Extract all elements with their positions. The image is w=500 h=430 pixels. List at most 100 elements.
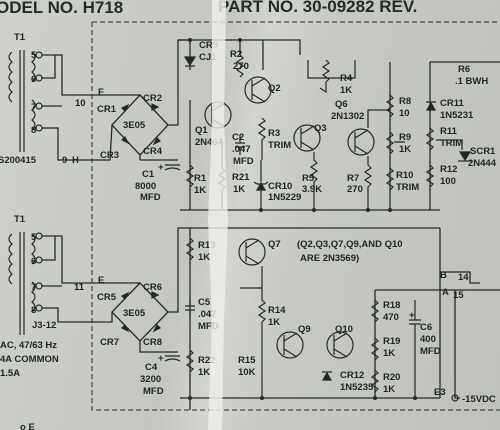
transformer-part-label: S200415 [0, 155, 37, 166]
model-number: ODEL NO. H718 [0, 0, 123, 17]
svg-text:2N444: 2N444 [468, 158, 497, 169]
svg-text:R22: R22 [198, 355, 215, 366]
svg-text:C1: C1 [142, 169, 155, 180]
svg-text:MFD: MFD [140, 192, 161, 203]
svg-text:R9: R9 [399, 132, 411, 143]
svg-text:F: F [98, 87, 104, 98]
svg-text:TRIM: TRIM [440, 138, 463, 149]
svg-text:3E05: 3E05 [123, 120, 146, 131]
svg-text:MFD: MFD [420, 346, 441, 357]
capacitor-c1: + C1 8000 MFD [135, 162, 181, 203]
zener-cr10: CR10 1N5229 [253, 160, 301, 210]
svg-text:Q7: Q7 [268, 239, 281, 250]
svg-text:CR1: CR1 [97, 104, 117, 115]
svg-text:CR6: CR6 [143, 282, 162, 293]
board-outline [91, 21, 500, 411]
svg-text:A: A [442, 287, 449, 298]
svg-text:MFD: MFD [198, 321, 219, 332]
resistor-r18: R18 470 [370, 299, 400, 323]
svg-text:1N5229: 1N5229 [268, 192, 301, 203]
svg-text:TRIM: TRIM [268, 140, 291, 151]
svg-text:R2: R2 [230, 49, 242, 60]
svg-text:3.9K: 3.9K [302, 184, 322, 195]
svg-text:10: 10 [75, 98, 86, 109]
current-spec-label: 1.5A [0, 368, 20, 379]
svg-text:R11: R11 [440, 126, 458, 137]
svg-text:100: 100 [440, 176, 456, 187]
svg-text:+: + [158, 353, 164, 364]
svg-text:1K: 1K [194, 185, 206, 196]
resistor-r15: R15 10K [238, 355, 256, 378]
svg-text:1K: 1K [233, 184, 245, 195]
svg-text:10: 10 [399, 108, 410, 119]
svg-text:270: 270 [347, 184, 363, 195]
resistor-r8: R8 10 [385, 94, 411, 119]
svg-text:Q1: Q1 [195, 125, 208, 136]
diode-cr9: CR9 CJ1 [183, 40, 218, 67]
svg-text:1K: 1K [340, 85, 352, 96]
svg-text:2N464: 2N464 [195, 137, 224, 148]
svg-text:R4: R4 [340, 73, 353, 84]
resistor-r13: R13 1K [185, 237, 215, 263]
resistor-r14: R14 1K [240, 266, 286, 398]
transistor-q3: Q3 [293, 123, 327, 152]
svg-text:5: 5 [31, 50, 37, 61]
svg-text:Q6: Q6 [335, 99, 348, 110]
svg-text:+: + [158, 162, 164, 173]
zener-cr11: CR11 1N5231 [425, 98, 474, 121]
svg-text:T1: T1 [14, 32, 26, 43]
svg-text:+: + [409, 310, 415, 321]
svg-text:1K: 1K [198, 252, 210, 263]
svg-text:E: E [98, 275, 104, 286]
svg-text:10K: 10K [238, 367, 256, 378]
svg-text:Q2: Q2 [268, 83, 281, 94]
common-spec-label: 4A COMMON [0, 354, 59, 365]
svg-text:1N5235: 1N5235 [340, 382, 374, 393]
svg-text:CR12: CR12 [340, 370, 364, 381]
svg-text:.047: .047 [198, 309, 217, 320]
svg-text:C2: C2 [232, 132, 244, 143]
svg-text:R13: R13 [198, 240, 215, 251]
ac-spec-label: AC, 47/63 Hz [0, 340, 57, 351]
resistor-r22: R22 1K [185, 349, 215, 378]
svg-text:R12: R12 [440, 164, 457, 175]
resistor-r7: R7 270 [347, 156, 373, 210]
transformer-lower: T1 5 6 7 8 AC, 47/63 Hz 4A COMMON 1.5A o… [0, 214, 59, 430]
svg-text:TRIM: TRIM [396, 182, 419, 193]
svg-text:R6: R6 [458, 64, 470, 75]
svg-text:R14: R14 [268, 305, 286, 316]
svg-text:CR7: CR7 [100, 337, 119, 348]
transistor-q2: Q2 [244, 76, 281, 104]
svg-text:1K: 1K [198, 367, 210, 378]
capacitor-c4: + C4 3200 MFD [140, 353, 181, 397]
svg-text:C4: C4 [145, 362, 158, 373]
svg-text:7: 7 [31, 282, 36, 293]
svg-text:J3-12: J3-12 [32, 320, 56, 331]
svg-text:1K: 1K [399, 144, 411, 155]
svg-text:R8: R8 [399, 96, 411, 107]
svg-text:R3: R3 [268, 128, 280, 139]
svg-text:14: 14 [458, 272, 469, 283]
svg-text:T1: T1 [14, 214, 26, 225]
transformer-upper: T1 5 6 7 8 S200415 [0, 32, 43, 166]
svg-text:7: 7 [31, 102, 36, 113]
svg-text:15: 15 [453, 290, 464, 301]
svg-text:CR5: CR5 [97, 292, 117, 303]
svg-text:.047: .047 [232, 144, 251, 155]
svg-text:CR4: CR4 [143, 146, 163, 157]
resistor-r3: R3 TRIM [257, 117, 291, 160]
svg-text:R18: R18 [383, 300, 400, 311]
capacitor-c2: C2 .047 MFD [232, 132, 254, 167]
transistor-note-line2: ARE 2N3569) [300, 253, 359, 264]
svg-text:o E: o E [20, 422, 35, 430]
svg-text:CR2: CR2 [143, 93, 162, 104]
resistor-r1: R1 1K [185, 164, 207, 196]
svg-text:1K: 1K [383, 348, 395, 359]
svg-text:CR11: CR11 [440, 98, 464, 109]
svg-text:CR10: CR10 [268, 181, 292, 192]
resistor-r5: R5 3.9K [302, 152, 322, 210]
svg-text:470: 470 [383, 312, 399, 323]
svg-text:R1: R1 [194, 173, 207, 184]
resistor-r2: R2 270 [230, 49, 249, 78]
svg-text:R15: R15 [238, 355, 256, 366]
